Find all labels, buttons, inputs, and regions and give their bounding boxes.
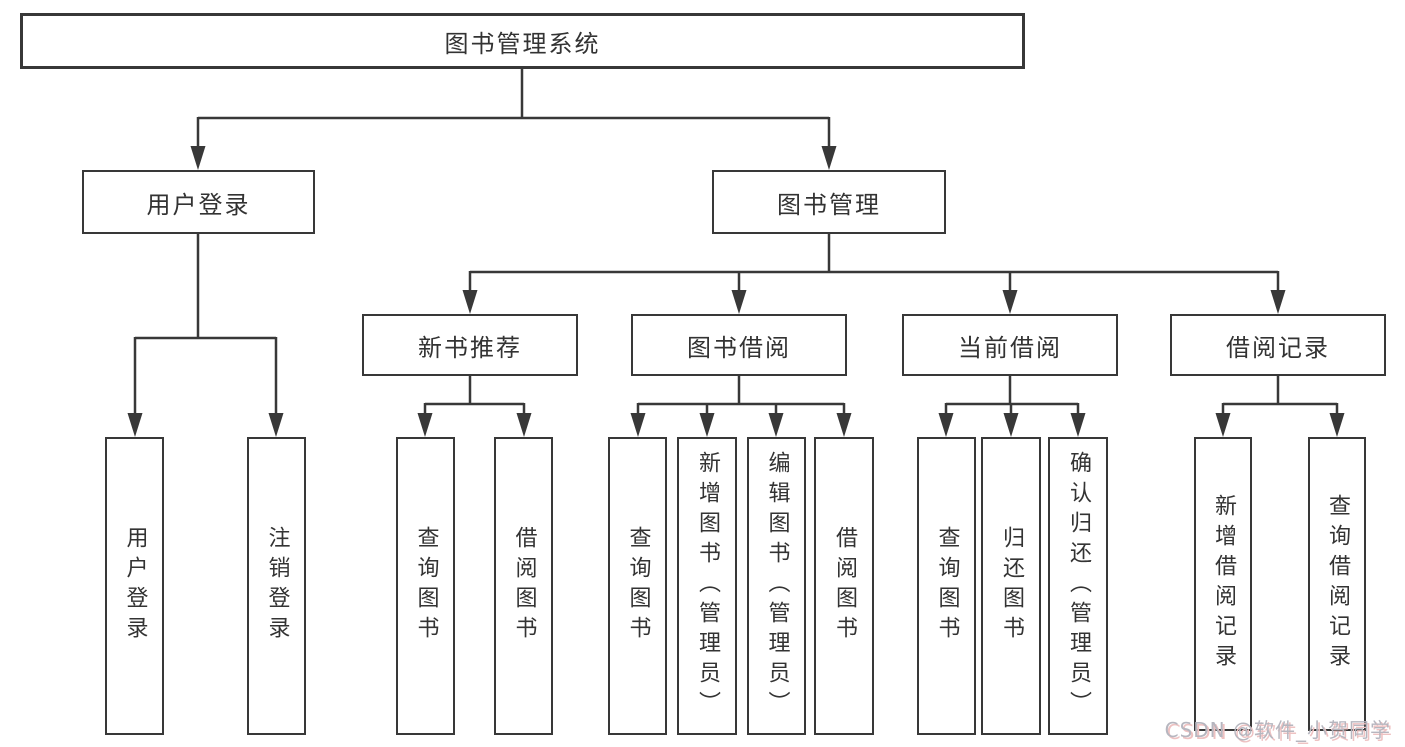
node-leaf-query-books-borrowing-label: 查询图书: [625, 526, 651, 646]
node-leaf-add-borrow-record-label: 新增借阅记录: [1211, 494, 1236, 674]
node-borrowing-records: 借阅记录: [1170, 314, 1386, 376]
node-leaf-confirm-return-admin-label: 确认归还（管理员）: [1066, 451, 1091, 721]
node-borrowing-records-label: 借阅记录: [1226, 333, 1330, 362]
node-leaf-logout: 注销登录: [247, 437, 306, 735]
node-leaf-confirm-return-admin: 确认归还（管理员）: [1048, 437, 1108, 735]
node-leaf-query-books-borrowing: 查询图书: [608, 437, 667, 735]
node-root-label: 图书管理系统: [444, 29, 601, 58]
node-leaf-query-books-current: 查询图书: [917, 437, 976, 735]
node-leaf-user-login-label: 用户登录: [122, 526, 148, 646]
node-leaf-edit-books-admin: 编辑图书（管理员）: [747, 437, 806, 735]
node-leaf-query-books-recommend: 查询图书: [396, 437, 455, 735]
node-book-management-branch: 图书管理: [712, 170, 946, 234]
node-current-borrowing-label: 当前借阅: [958, 333, 1062, 362]
arrowheads: [127, 146, 1345, 437]
node-leaf-borrow-books-borrowing: 借阅图书: [814, 437, 874, 735]
node-leaf-query-books-current-label: 查询图书: [934, 526, 960, 646]
node-user-login-branch: 用户登录: [82, 170, 315, 234]
node-leaf-logout-label: 注销登录: [264, 526, 290, 646]
node-leaf-query-borrow-record-label: 查询借阅记录: [1325, 494, 1350, 674]
node-leaf-return-books: 归还图书: [981, 437, 1041, 735]
node-leaf-add-books-admin: 新增图书（管理员）: [677, 437, 737, 735]
node-book-borrowing: 图书借阅: [631, 314, 847, 376]
node-leaf-user-login: 用户登录: [105, 437, 164, 735]
node-leaf-return-books-label: 归还图书: [999, 526, 1024, 646]
node-leaf-borrow-books-borrowing-label: 借阅图书: [832, 526, 857, 646]
node-new-book-recommend: 新书推荐: [362, 314, 578, 376]
node-leaf-borrow-books-recommend: 借阅图书: [494, 437, 553, 735]
node-user-login-branch-label: 用户登录: [146, 190, 251, 219]
node-root: 图书管理系统: [20, 13, 1025, 69]
node-leaf-edit-books-admin-label: 编辑图书（管理员）: [764, 451, 790, 721]
node-book-management-branch-label: 图书管理: [777, 190, 881, 219]
node-leaf-add-borrow-record: 新增借阅记录: [1194, 437, 1252, 731]
node-leaf-query-books-recommend-label: 查询图书: [413, 526, 439, 646]
node-leaf-borrow-books-recommend-label: 借阅图书: [511, 526, 537, 646]
node-current-borrowing: 当前借阅: [902, 314, 1118, 376]
node-leaf-query-borrow-record: 查询借阅记录: [1308, 437, 1366, 731]
node-book-borrowing-label: 图书借阅: [687, 333, 791, 362]
node-new-book-recommend-label: 新书推荐: [418, 333, 522, 362]
node-leaf-add-books-admin-label: 新增图书（管理员）: [695, 451, 720, 721]
